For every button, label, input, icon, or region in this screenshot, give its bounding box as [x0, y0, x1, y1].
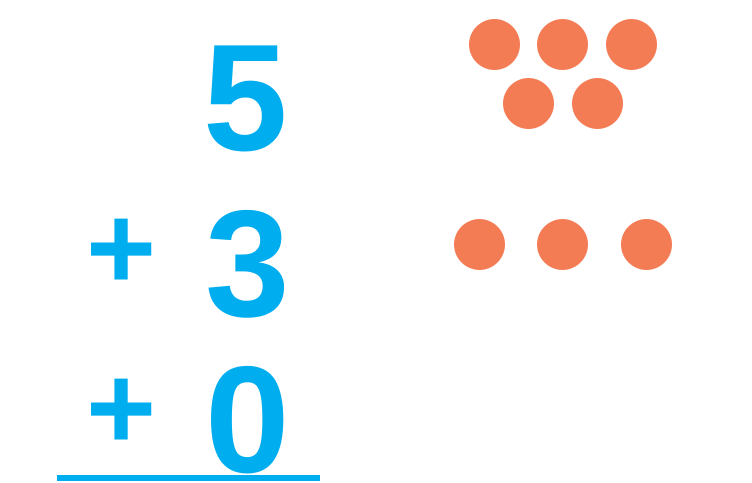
plus-sign-2: +	[86, 341, 157, 475]
dot	[469, 19, 520, 70]
dot	[503, 78, 554, 129]
addend-3: 0	[205, 335, 290, 483]
dot	[454, 219, 505, 270]
dot	[537, 219, 588, 270]
addend-2: 3	[205, 179, 290, 349]
sum-line	[57, 475, 320, 481]
dot	[606, 19, 657, 70]
dot	[572, 78, 623, 129]
addend-1: 5	[203, 13, 288, 183]
plus-sign-1: +	[86, 181, 157, 315]
dot	[537, 19, 588, 70]
dot	[621, 219, 672, 270]
